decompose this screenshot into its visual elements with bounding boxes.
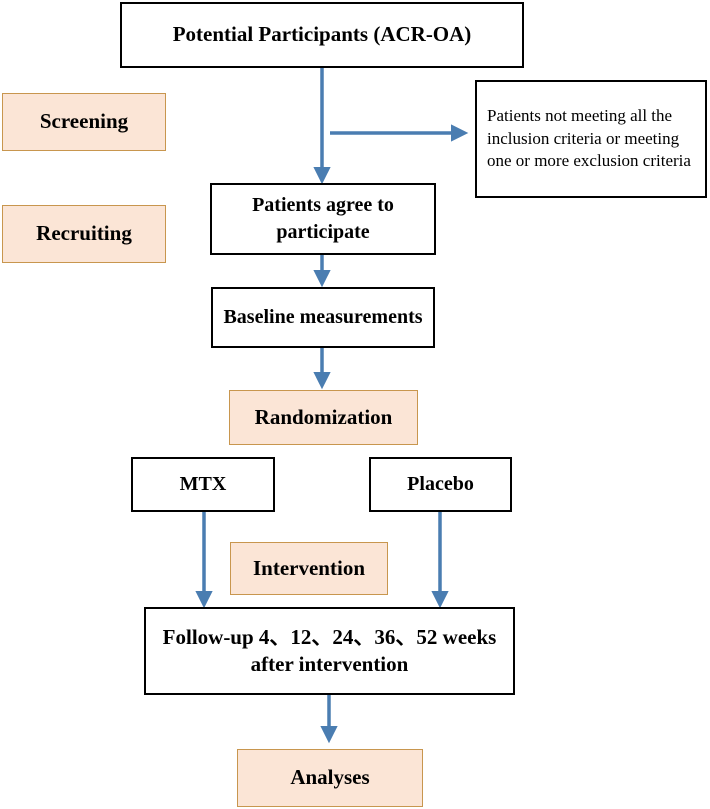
agree-box: Patients agree to participate — [210, 183, 436, 255]
placebo-box: Placebo — [369, 457, 512, 512]
potential-participants-label: Potential Participants (ACR-OA) — [172, 22, 472, 47]
agree-label: Patients agree to participate — [252, 194, 394, 243]
stage-randomization-label: Randomization — [254, 404, 393, 429]
placebo-label: Placebo — [407, 473, 474, 495]
exclusion-note-box: Patients not meeting all the inclusion c… — [475, 80, 707, 198]
stage-analyses: Analyses — [237, 749, 423, 807]
mtx-box: MTX — [131, 457, 275, 512]
mtx-label: MTX — [179, 473, 227, 495]
followup-box: Follow-up 4、12、24、36、52 weeks after inte… — [144, 607, 515, 695]
stage-analyses-label: Analyses — [290, 765, 370, 790]
stage-recruiting-label: Recruiting — [36, 221, 132, 246]
stage-recruiting: Recruiting — [2, 205, 166, 263]
stage-screening: Screening — [2, 93, 166, 151]
followup-label: Follow-up 4、12、24、36、52 weeks after inte… — [162, 624, 497, 676]
stage-intervention: Intervention — [230, 542, 388, 595]
stage-screening-label: Screening — [39, 109, 129, 134]
baseline-label: Baseline measurements — [223, 306, 423, 328]
potential-participants-box: Potential Participants (ACR-OA) — [120, 2, 524, 68]
stage-randomization: Randomization — [229, 390, 418, 445]
exclusion-note-label: Patients not meeting all the inclusion c… — [487, 105, 691, 171]
stage-intervention-label: Intervention — [253, 555, 365, 580]
baseline-box: Baseline measurements — [211, 287, 435, 348]
